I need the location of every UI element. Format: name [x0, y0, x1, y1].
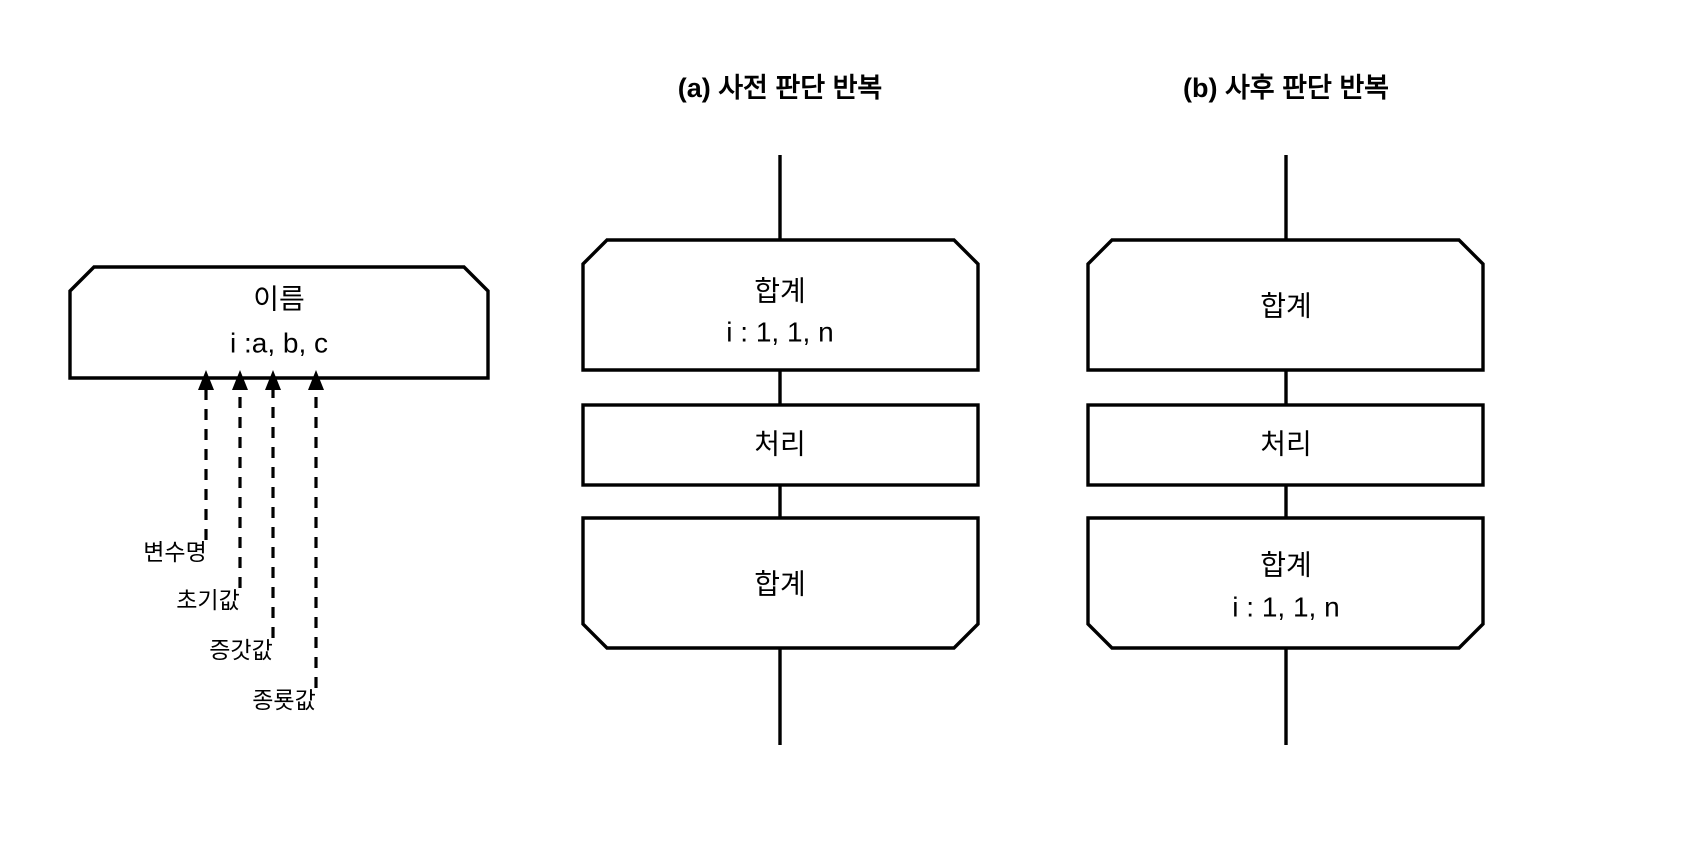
legend-callout-label-2: 초기값: [176, 587, 239, 613]
panel-pre-test-loop: (a) 사전 판단 반복 합계 i : 1, 1, n 처리 합계: [581, 73, 980, 745]
panel-a-loop-start-shape: [581, 238, 980, 372]
panel-title-a: (a) 사전 판단 반복: [678, 73, 883, 103]
panel-b-loop-end-line1: 합계: [1260, 549, 1312, 580]
arrow-head-icon: [198, 370, 214, 390]
panel-a-loop-start-line1: 합계: [754, 275, 806, 306]
legend-group: 이름 i :a, b, c 변수명 초기값 증갓값 종룟값: [68, 265, 490, 713]
panel-b-loop-start-line1: 합계: [1260, 290, 1312, 321]
panel-a-process-shape: [581, 403, 980, 487]
panel-post-test-loop: (b) 사후 판단 반복 합계 처리 합계 i : 1, 1, n: [1086, 73, 1485, 745]
legend-callout-final-value: 종룟값: [252, 370, 324, 713]
legend-callout-increment-value: 증갓값: [209, 370, 281, 663]
arrow-head-icon: [265, 370, 281, 390]
panel-b-loop-start-shape: [1086, 238, 1485, 372]
legend-callout-label-3: 증갓값: [209, 637, 272, 663]
legend-callout-label-4: 종룟값: [252, 687, 315, 713]
panel-a-loop-end-shape: [581, 516, 980, 650]
arrow-head-icon: [308, 370, 324, 390]
legend-callout-label-1: 변수명: [143, 539, 206, 565]
panel-a-loop-end-line1: 합계: [754, 568, 806, 599]
panel-title-b: (b) 사후 판단 반복: [1183, 73, 1389, 103]
legend-name-text: 이름: [253, 283, 305, 314]
panel-b-process-line1: 처리: [1260, 428, 1312, 459]
panel-b-loop-end-line2: i : 1, 1, n: [1232, 591, 1339, 622]
panel-b-loop-end-shape: [1086, 516, 1485, 650]
panel-a-process-line1: 처리: [754, 428, 806, 459]
legend-loop-symbol-shape: [68, 265, 490, 380]
panel-b-process-shape: [1086, 403, 1485, 487]
panel-a-loop-start-line2: i : 1, 1, n: [726, 316, 833, 347]
legend-callout-initial-value: 초기값: [176, 370, 248, 613]
arrow-head-icon: [232, 370, 248, 390]
legend-callout-variable-name: 변수명: [143, 370, 214, 565]
legend-params-text: i :a, b, c: [230, 327, 328, 358]
